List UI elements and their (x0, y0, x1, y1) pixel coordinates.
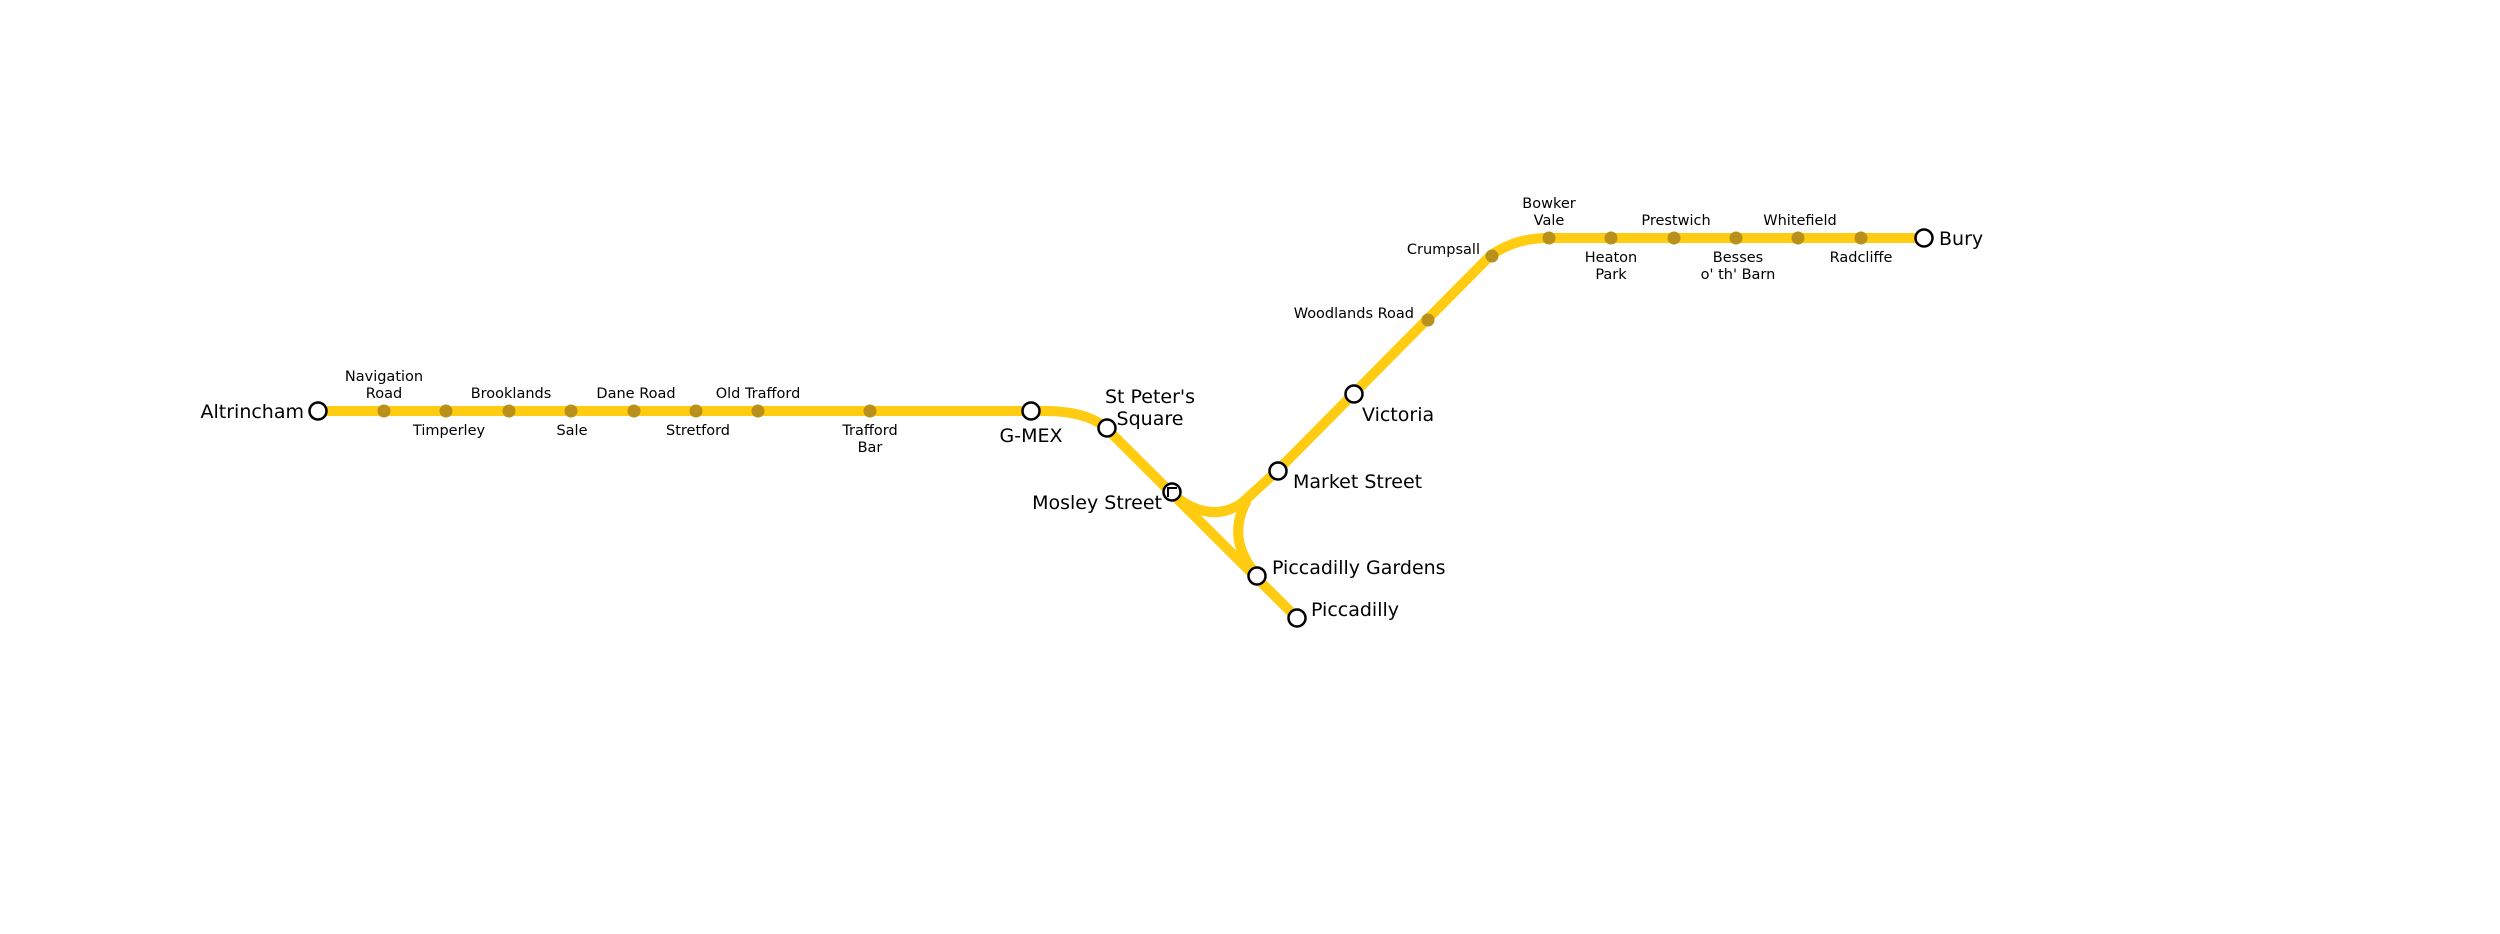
label-piccadilly: Piccadilly (1311, 599, 1399, 621)
label-st-peters-square-line-2: Square (1117, 408, 1184, 430)
stop-heaton-park[interactable] (1604, 231, 1618, 245)
stop-brooklands[interactable] (502, 404, 516, 418)
label-sale-line-1: Sale (556, 423, 587, 439)
stop-navigation-road[interactable] (377, 404, 391, 418)
label-altrincham: Altrincham (201, 401, 305, 423)
label-altrincham-line-1: Altrincham (201, 401, 305, 423)
stop-bowker-vale[interactable] (1542, 231, 1556, 245)
label-trafford-bar-line-1: Trafford (841, 423, 897, 439)
track-mosley-to-market-street-curve (1167, 466, 1282, 518)
stop-stretford[interactable] (689, 404, 703, 418)
label-mosley-street: Mosley Street (1032, 492, 1162, 514)
label-navigation-road-line-1: Navigation (345, 369, 423, 385)
label-bowker-vale-line-2: Vale (1534, 213, 1565, 229)
station-mosley-street[interactable] (1162, 482, 1182, 502)
label-woodlands-road-line-1: Woodlands Road (1294, 306, 1414, 322)
stop-crumpsall[interactable] (1485, 249, 1499, 263)
label-victoria: Victoria (1362, 404, 1434, 426)
label-sale: Sale (556, 423, 587, 439)
label-market-street-line-1: Market Street (1293, 471, 1422, 493)
label-old-trafford-line-1: Old Trafford (716, 386, 801, 402)
label-crumpsall-line-1: Crumpsall (1407, 242, 1480, 258)
label-brooklands-line-1: Brooklands (471, 386, 552, 402)
label-whitefield: Whitefield (1763, 213, 1836, 229)
label-g-mex: G-MEX (1000, 425, 1063, 447)
label-old-trafford: Old Trafford (716, 386, 801, 402)
station-market-street[interactable] (1268, 461, 1288, 481)
label-woodlands-road: Woodlands Road (1294, 306, 1414, 322)
label-piccadilly-gardens: Piccadilly Gardens (1272, 557, 1446, 579)
station-bury[interactable] (1914, 228, 1934, 248)
stop-timperley[interactable] (439, 404, 453, 418)
label-timperley: Timperley (412, 423, 486, 439)
station-victoria[interactable] (1344, 384, 1364, 404)
label-piccadilly-gardens-line-1: Piccadilly Gardens (1272, 557, 1446, 579)
label-whitefield-line-1: Whitefield (1763, 213, 1836, 229)
label-radcliffe-line-1: Radcliffe (1830, 250, 1893, 266)
label-prestwich-line-1: Prestwich (1641, 213, 1710, 229)
label-dane-road: Dane Road (596, 386, 675, 402)
station-piccadilly[interactable] (1287, 608, 1307, 628)
label-bury-line-1: Bury (1939, 228, 1983, 250)
stop-sale[interactable] (564, 404, 578, 418)
minor-stops (377, 231, 1868, 418)
label-prestwich: Prestwich (1641, 213, 1710, 229)
mosley-street-marker-icon (1167, 487, 1177, 497)
label-piccadilly-line-1: Piccadilly (1311, 599, 1399, 621)
label-brooklands: Brooklands (471, 386, 552, 402)
label-heaton-park-line-1: Heaton (1585, 250, 1637, 266)
station-g-mex[interactable] (1021, 401, 1041, 421)
stop-besses-o-th-barn[interactable] (1729, 231, 1743, 245)
label-besses-o-th-barn-line-2: o' th' Barn (1701, 267, 1776, 283)
label-stretford: Stretford (666, 423, 730, 439)
track-st-peters-to-piccadilly (1100, 422, 1302, 623)
stop-radcliffe[interactable] (1854, 231, 1868, 245)
stop-dane-road[interactable] (627, 404, 641, 418)
label-stretford-line-1: Stretford (666, 423, 730, 439)
station-st-peters-square[interactable] (1097, 418, 1117, 438)
stop-trafford-bar[interactable] (863, 404, 877, 418)
label-timperley-line-1: Timperley (412, 423, 486, 439)
label-radcliffe: Radcliffe (1830, 250, 1893, 266)
label-heaton-park-line-2: Park (1595, 267, 1627, 283)
label-victoria-line-1: Victoria (1362, 404, 1434, 426)
stop-prestwich[interactable] (1667, 231, 1681, 245)
stop-whitefield[interactable] (1791, 231, 1805, 245)
label-bowker-vale-line-1: Bowker (1522, 196, 1575, 212)
stop-old-trafford[interactable] (751, 404, 765, 418)
label-mosley-street-line-1: Mosley Street (1032, 492, 1162, 514)
label-besses-o-th-barn-line-1: Besses (1713, 250, 1763, 266)
label-navigation-road-line-2: Road (366, 386, 402, 402)
label-g-mex-line-1: G-MEX (1000, 425, 1063, 447)
label-market-street: Market Street (1293, 471, 1422, 493)
label-dane-road-line-1: Dane Road (596, 386, 675, 402)
track-piccadilly-gardens-curve (1233, 497, 1262, 580)
label-trafford-bar-line-2: Bar (858, 440, 883, 456)
stop-woodlands-road[interactable] (1421, 313, 1435, 327)
label-crumpsall: Crumpsall (1407, 242, 1480, 258)
label-st-peters-square-line-1: St Peter's (1105, 386, 1195, 408)
label-bury: Bury (1939, 228, 1983, 250)
station-piccadilly-gardens[interactable] (1247, 566, 1267, 586)
station-altrincham[interactable] (308, 401, 328, 421)
